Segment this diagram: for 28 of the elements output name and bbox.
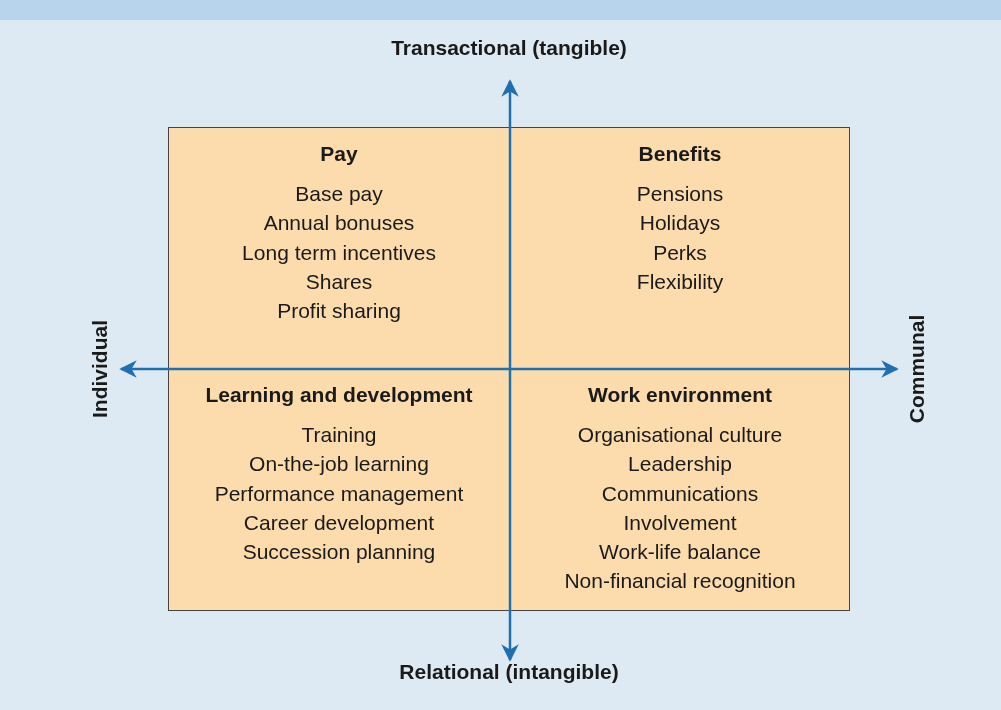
- axis-label: Relational (intangible): [399, 660, 619, 684]
- quadrant-heading: Pay: [320, 141, 358, 167]
- list-item: Communications: [601, 480, 759, 507]
- axis-label: Communal: [905, 314, 929, 424]
- quadrant-heading: Learning and development: [205, 382, 473, 408]
- list-item: Long term incentives: [242, 239, 436, 266]
- list-item: Non-financial recognition: [564, 568, 796, 595]
- list-item: On-the-job learning: [249, 451, 429, 478]
- list-item: Base pay: [295, 181, 383, 207]
- axis-label: Individual: [88, 320, 112, 418]
- axis-label: Transactional (tangible): [391, 36, 627, 60]
- list-item: Performance management: [214, 480, 464, 507]
- list-item: Career development: [243, 509, 435, 536]
- list-item: Profit sharing: [277, 298, 401, 325]
- list-item: Pensions: [636, 181, 724, 207]
- list-item: Flexibility: [636, 268, 724, 295]
- quadrant-heading: Benefits: [638, 141, 722, 167]
- list-item: Organisational culture: [577, 422, 783, 448]
- quadrant-heading: Work environment: [588, 382, 772, 408]
- list-item: Succession planning: [242, 539, 436, 566]
- list-item: Perks: [653, 239, 707, 266]
- list-item: Involvement: [623, 509, 737, 536]
- list-item: Leadership: [628, 451, 732, 478]
- list-item: Work-life balance: [599, 539, 761, 566]
- list-item: Holidays: [639, 210, 721, 237]
- list-item: Annual bonuses: [263, 210, 415, 237]
- list-item: Training: [301, 422, 377, 448]
- list-item: Shares: [305, 268, 373, 295]
